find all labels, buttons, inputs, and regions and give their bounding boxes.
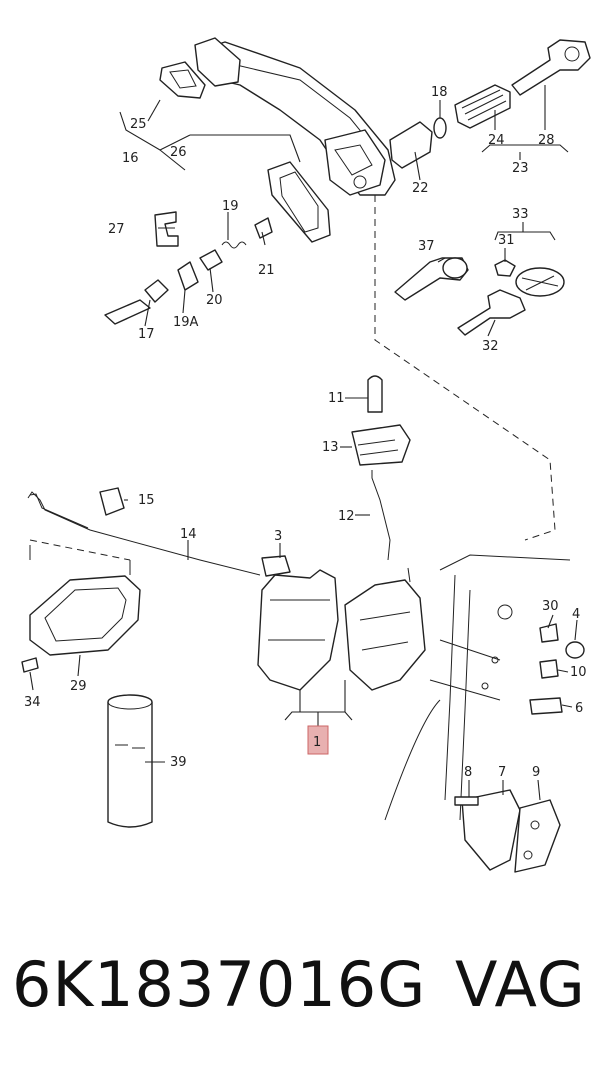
label-3: 3	[274, 529, 282, 544]
door-edge	[384, 554, 571, 821]
handle-gasket	[267, 161, 331, 243]
label-11: 11	[328, 391, 345, 406]
label-28: 28	[538, 133, 555, 148]
label-31: 31	[498, 233, 515, 248]
label-29: 29	[70, 679, 87, 694]
small-lock-parts	[104, 211, 273, 325]
label-9: 9	[532, 765, 540, 780]
linkage-rod	[27, 487, 261, 576]
label-13: 13	[322, 440, 339, 455]
label-4: 4	[572, 607, 580, 622]
label-20: 20	[206, 293, 223, 308]
footer: 6K1837016G VAG	[0, 948, 600, 1058]
label-1: 1	[313, 735, 321, 750]
label-22: 22	[412, 181, 429, 196]
connection-lines	[29, 195, 556, 561]
keys-group	[394, 257, 565, 336]
label-12: 12	[338, 509, 355, 524]
label-18: 18	[431, 85, 448, 100]
lock-cylinder-group	[389, 39, 591, 169]
fasteners	[529, 623, 585, 715]
label-30: 30	[542, 599, 559, 614]
label-16: 16	[122, 151, 139, 166]
label-25: 25	[130, 117, 147, 132]
label-27: 27	[108, 222, 125, 237]
label-23: 23	[512, 161, 529, 176]
label-10: 10	[570, 665, 587, 680]
label-19a: 19A	[173, 315, 199, 330]
label-32: 32	[482, 339, 499, 354]
grease-tube	[107, 694, 153, 828]
inner-handle	[21, 545, 141, 673]
exploded-parts-diagram: 1 3 4 6 7 8 9 10 11 12 13 14 15 16 17 18…	[21, 37, 591, 873]
label-14: 14	[180, 527, 197, 542]
label-37: 37	[418, 239, 435, 254]
striker-assembly	[454, 789, 561, 873]
part-number: 6K1837016G	[12, 948, 427, 1021]
label-39: 39	[170, 755, 187, 770]
brand-name: VAG	[455, 948, 586, 1021]
label-24: 24	[488, 133, 505, 148]
leader-lines	[29, 85, 578, 801]
label-17: 17	[138, 327, 155, 342]
label-33: 33	[512, 207, 529, 222]
label-8: 8	[464, 765, 472, 780]
label-26: 26	[170, 145, 187, 160]
label-6: 6	[575, 701, 583, 716]
outer-door-handle	[159, 37, 396, 196]
label-34: 34	[24, 695, 41, 710]
door-lock-mechanism	[257, 555, 426, 691]
lock-knob-group	[351, 375, 411, 561]
label-15: 15	[138, 493, 155, 508]
label-7: 7	[498, 765, 506, 780]
highlight-part-1	[307, 725, 329, 755]
callout-labels: 1 3 4 6 7 8 9 10 11 12 13 14 15 16 17 18…	[24, 85, 587, 780]
label-21: 21	[258, 263, 275, 278]
label-19: 19	[222, 199, 239, 214]
